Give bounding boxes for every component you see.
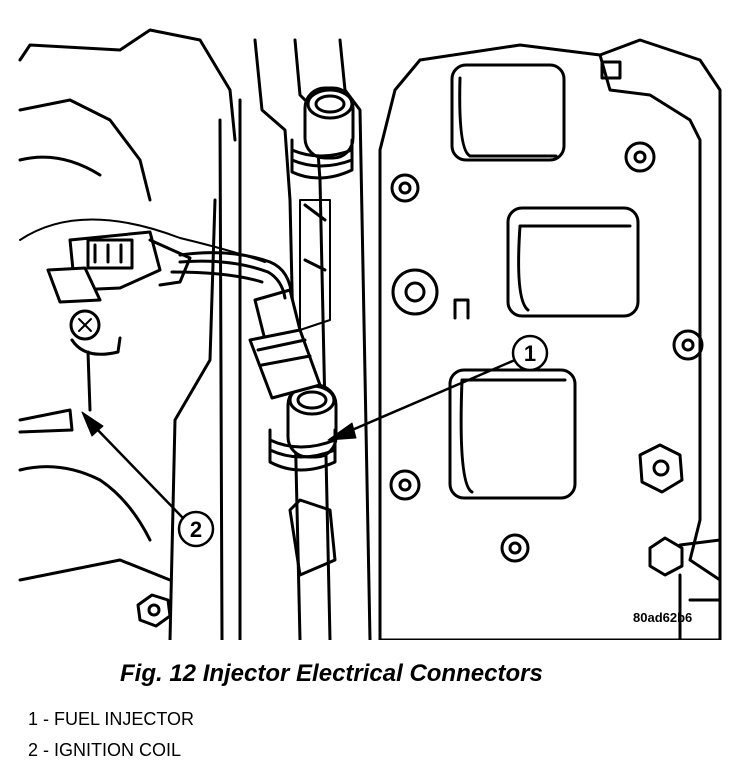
legend-item-fuel-injector: 1 - FUEL INJECTOR bbox=[28, 709, 195, 729]
ignition-coil-connector bbox=[46, 230, 192, 412]
intake-manifold bbox=[378, 38, 722, 640]
callout-2-label: 2 bbox=[190, 517, 202, 542]
figure-id-code: 80ad62b6 bbox=[633, 610, 693, 625]
legend: 1 - FUEL INJECTOR 2 - IGNITION COIL bbox=[28, 704, 194, 766]
figure-caption: Fig. 12 Injector Electrical Connectors bbox=[120, 660, 543, 687]
callout-1: 1 bbox=[327, 334, 549, 441]
engine-block bbox=[18, 28, 237, 628]
upper-fuel-injector bbox=[290, 86, 355, 180]
legend-item-ignition-coil: 2 - IGNITION COIL bbox=[28, 740, 182, 760]
callout-2: 2 bbox=[81, 411, 215, 548]
injector-connector bbox=[19, 218, 322, 400]
engine-illustration: 1 2 bbox=[18, 28, 722, 640]
callout-1-label: 1 bbox=[524, 341, 536, 366]
